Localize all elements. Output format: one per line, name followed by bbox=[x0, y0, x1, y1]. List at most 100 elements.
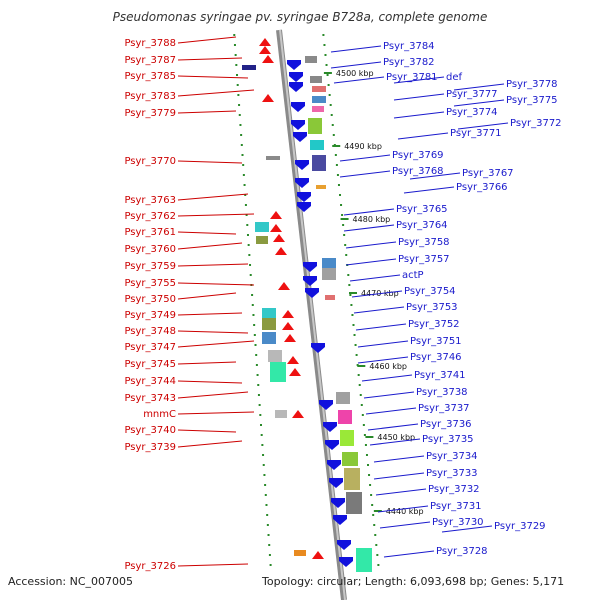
gc-dot-left bbox=[251, 294, 254, 296]
right-gene-label: Psyr_3769 bbox=[392, 150, 444, 161]
gc-dot-left bbox=[234, 54, 237, 56]
right-label-leader bbox=[373, 455, 425, 463]
left-gene-label: Psyr_3739 bbox=[124, 442, 176, 453]
gc-dot-left bbox=[249, 274, 252, 276]
gc-dot-left bbox=[243, 184, 246, 186]
right-gene-label: def bbox=[446, 72, 463, 83]
right-label-leader bbox=[330, 45, 382, 53]
gene-feature-box bbox=[308, 118, 322, 134]
forward-gene-arrow bbox=[262, 94, 274, 102]
gene-feature-box bbox=[322, 268, 336, 280]
right-gene-label: Psyr_3758 bbox=[398, 237, 450, 248]
right-label-leader bbox=[351, 290, 403, 298]
gc-dot-right bbox=[372, 514, 375, 516]
reverse-gene-arrow bbox=[297, 192, 311, 202]
reverse-gene-arrow bbox=[325, 440, 339, 450]
left-label-leader bbox=[177, 411, 255, 415]
gc-dot-left bbox=[266, 524, 269, 526]
right-label-leader bbox=[355, 323, 407, 331]
reverse-gene-arrow bbox=[293, 132, 307, 142]
reverse-gene-arrow bbox=[297, 202, 311, 212]
forward-gene-arrow bbox=[292, 410, 304, 418]
left-label-leader bbox=[177, 160, 243, 164]
right-label-leader bbox=[375, 488, 427, 496]
left-label-leader bbox=[177, 57, 243, 61]
gc-dot-left bbox=[240, 134, 243, 136]
gc-dot-left bbox=[242, 174, 245, 176]
gc-dot-left bbox=[264, 494, 267, 496]
right-label-leader bbox=[393, 93, 445, 101]
reverse-gene-arrow bbox=[339, 557, 353, 567]
right-label-leader bbox=[453, 83, 505, 91]
left-label-leader bbox=[177, 231, 237, 235]
gene-feature-box bbox=[322, 258, 336, 268]
right-gene-label: Psyr_3777 bbox=[446, 89, 498, 100]
gc-dot-left bbox=[236, 74, 239, 76]
left-label-leader bbox=[177, 36, 237, 44]
forward-gene-arrow bbox=[259, 46, 271, 54]
gc-dot-left bbox=[241, 154, 244, 156]
gc-dot-left bbox=[256, 374, 259, 376]
left-gene-label: Psyr_3747 bbox=[124, 342, 176, 353]
forward-gene-arrow bbox=[289, 368, 301, 376]
gc-dot-left bbox=[238, 114, 241, 116]
gc-dot-right bbox=[354, 344, 357, 346]
left-gene-label: Psyr_3762 bbox=[124, 211, 176, 222]
gc-dot-right bbox=[377, 564, 380, 566]
right-label-leader bbox=[393, 76, 445, 84]
left-label-leader bbox=[177, 213, 255, 217]
gc-dot-right bbox=[361, 414, 364, 416]
right-label-leader bbox=[373, 472, 425, 480]
gc-dot-right bbox=[350, 304, 353, 306]
gene-feature-box bbox=[312, 155, 326, 171]
reverse-gene-arrow bbox=[289, 72, 303, 82]
gc-dot-right bbox=[352, 324, 355, 326]
right-label-leader bbox=[339, 170, 391, 178]
gc-dot-right bbox=[347, 274, 350, 276]
gc-dot-right bbox=[363, 434, 366, 436]
gc-dot-right bbox=[323, 44, 326, 46]
gc-dot-right bbox=[371, 504, 374, 506]
gc-dot-right bbox=[360, 404, 363, 406]
gene-feature-box bbox=[262, 308, 276, 318]
reverse-gene-arrow bbox=[303, 276, 317, 286]
left-gene-label: Psyr_3788 bbox=[124, 38, 176, 49]
left-gene-label: Psyr_3755 bbox=[124, 278, 176, 289]
right-label-leader bbox=[357, 340, 409, 348]
right-gene-label: Psyr_3728 bbox=[436, 546, 488, 557]
gc-dot-right bbox=[359, 394, 362, 396]
right-label-leader bbox=[403, 186, 455, 194]
gc-dot-left bbox=[262, 454, 265, 456]
right-gene-label: Psyr_3771 bbox=[450, 128, 502, 139]
left-label-leader bbox=[177, 429, 237, 433]
gene-feature-box bbox=[325, 295, 335, 300]
left-label-leader bbox=[177, 282, 255, 286]
reverse-gene-arrow bbox=[295, 160, 309, 170]
gc-dot-right bbox=[375, 544, 378, 546]
left-gene-label: mnmC bbox=[143, 409, 176, 420]
scale-tick-label: 4490 kbp bbox=[344, 142, 382, 151]
gc-dot-left bbox=[257, 384, 260, 386]
gc-dot-left bbox=[259, 414, 262, 416]
gc-dot-left bbox=[237, 94, 240, 96]
left-label-leader bbox=[177, 361, 237, 365]
gc-dot-right bbox=[364, 444, 367, 446]
right-gene-label: Psyr_3784 bbox=[383, 41, 435, 52]
gene-feature-box bbox=[312, 86, 326, 92]
gene-feature-box bbox=[256, 236, 268, 244]
forward-gene-arrow bbox=[282, 322, 294, 330]
right-gene-label: Psyr_3778 bbox=[506, 79, 558, 90]
gc-dot-left bbox=[239, 124, 242, 126]
gene-feature-box bbox=[316, 185, 326, 189]
forward-gene-arrow bbox=[287, 356, 299, 364]
gene-feature-box bbox=[255, 222, 269, 232]
left-gene-label: Psyr_3783 bbox=[124, 91, 176, 102]
right-label-leader bbox=[365, 407, 417, 415]
gc-dot-right bbox=[336, 174, 339, 176]
gc-dot-left bbox=[259, 424, 262, 426]
right-gene-label: Psyr_3729 bbox=[494, 521, 546, 532]
genome-backbone-highlight bbox=[279, 29, 346, 600]
gc-dot-right bbox=[370, 494, 373, 496]
right-label-leader bbox=[377, 505, 429, 513]
gc-dot-left bbox=[257, 394, 260, 396]
